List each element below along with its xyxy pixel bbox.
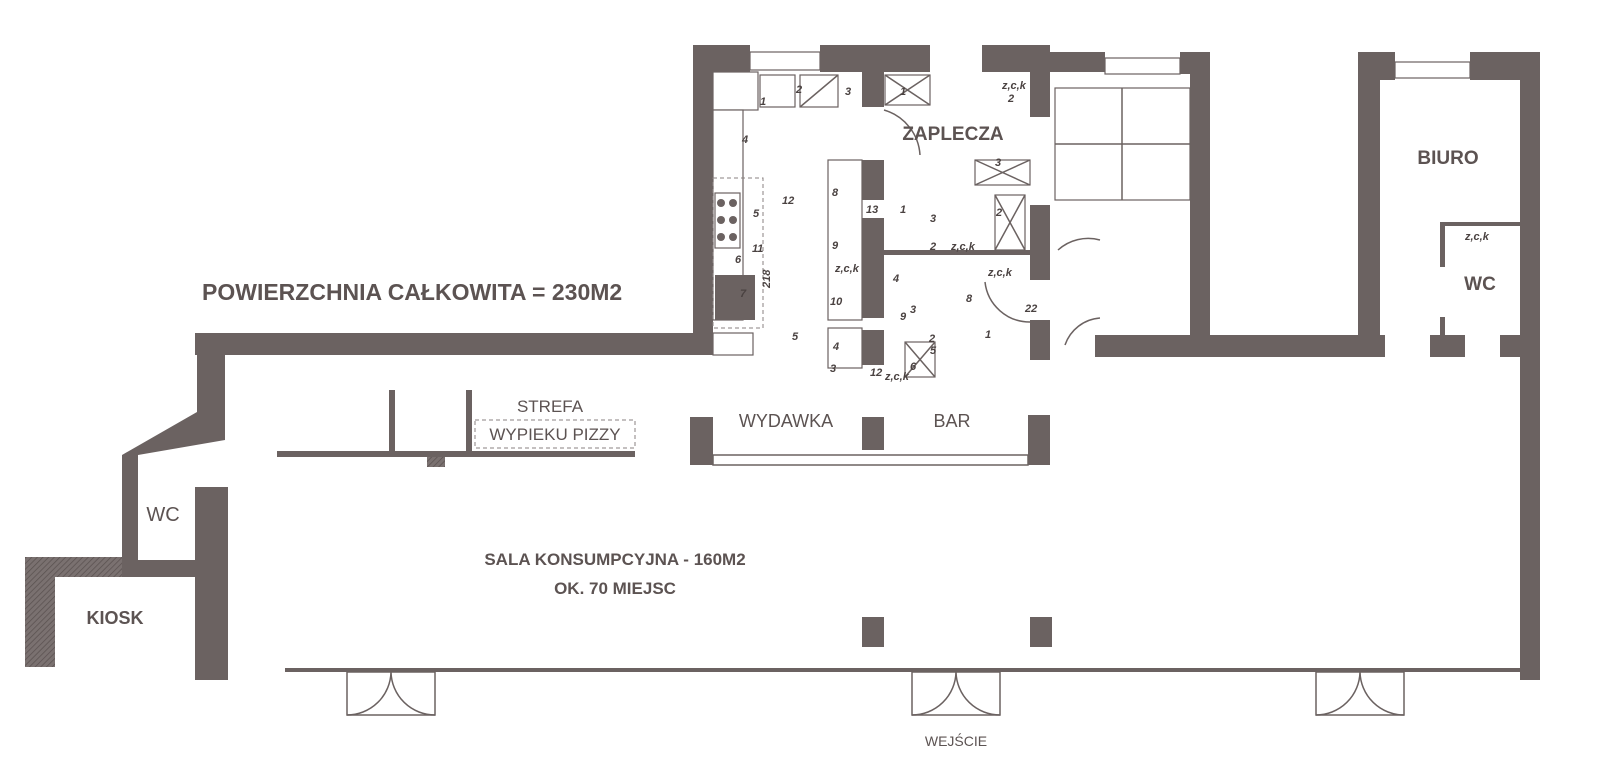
equipment-label: 5 [753,208,760,220]
equipment-label: 2 [795,84,802,96]
equipment-label: z,c,k [950,241,976,253]
equipment-label: 7 [740,288,747,300]
room-label-zaplecza: ZAPLECZA [902,124,1004,145]
equipment-label: 4 [741,134,748,146]
equipment-label: 2 [929,241,936,253]
total-area-label: POWIERZCHNIA CAŁKOWITA = 230M2 [202,279,622,305]
kitchen-fixtures [712,71,1191,378]
equipment-label: z,c,k [884,371,910,383]
equipment-label: 11 [752,243,763,255]
room-label-wc-left: WC [146,504,179,526]
equipment-label: 10 [830,296,843,308]
equipment-label: 3 [910,304,916,316]
equipment-label: 3 [930,213,936,225]
entrance-label: WEJŚCIE [925,732,987,749]
equipment-label: z,c,k [1464,231,1490,243]
equipment-label: 6 [735,254,742,266]
equipment-label: 1 [900,204,906,216]
equipment-label: 12 [870,367,882,379]
equipment-label: 2 [1007,93,1014,105]
equipment-labels: 1 2 3 1 4 5 11 6 7 12 218 5 3 8 13 1 3 9… [735,80,1490,383]
equipment-label: 9 [900,311,907,323]
room-label-kiosk: KIOSK [86,608,143,628]
room-label-bar: BAR [933,411,970,431]
equipment-label: 4 [832,341,839,353]
equipment-label: 218 [761,269,773,289]
equipment-label: 8 [966,293,973,305]
equipment-label: 1 [985,329,991,341]
equipment-label: 2 [995,207,1002,219]
pizza-counter [277,390,636,467]
equipment-label: 12 [782,195,794,207]
equipment-label: z,c,k [987,267,1013,279]
equipment-label: 5 [930,345,937,357]
room-label-sala: SALA KONSUMPCYJNA - 160M2 [484,550,745,569]
room-label-strefa: STREFA [517,397,584,416]
equipment-label: z,c,k [834,263,860,275]
equipment-label: 9 [832,240,839,252]
equipment-label: 8 [832,187,839,199]
room-label-wydawka: WYDAWKA [739,411,833,431]
equipment-label: 4 [892,273,899,285]
equipment-label: 1 [900,86,906,98]
room-label-wypieku-pizzy: WYPIEKU PIZZY [489,425,620,444]
room-label-biuro: BIURO [1417,148,1478,169]
equipment-label: 22 [1024,303,1037,315]
walls [25,45,1540,680]
equipment-label: 2 [928,333,935,345]
equipment-label: 3 [845,86,851,98]
equipment-label: 3 [830,363,836,375]
equipment-label: z,c,k [1001,80,1027,92]
equipment-label: 3 [995,157,1001,169]
equipment-label: 13 [866,204,878,216]
equipment-label: 1 [760,96,766,108]
room-label-wc-office: WC [1464,274,1496,295]
facade-doors [346,671,1405,716]
equipment-label: 6 [910,361,917,373]
equipment-label: 5 [792,331,799,343]
room-label-seats: OK. 70 MIEJSC [554,579,676,598]
